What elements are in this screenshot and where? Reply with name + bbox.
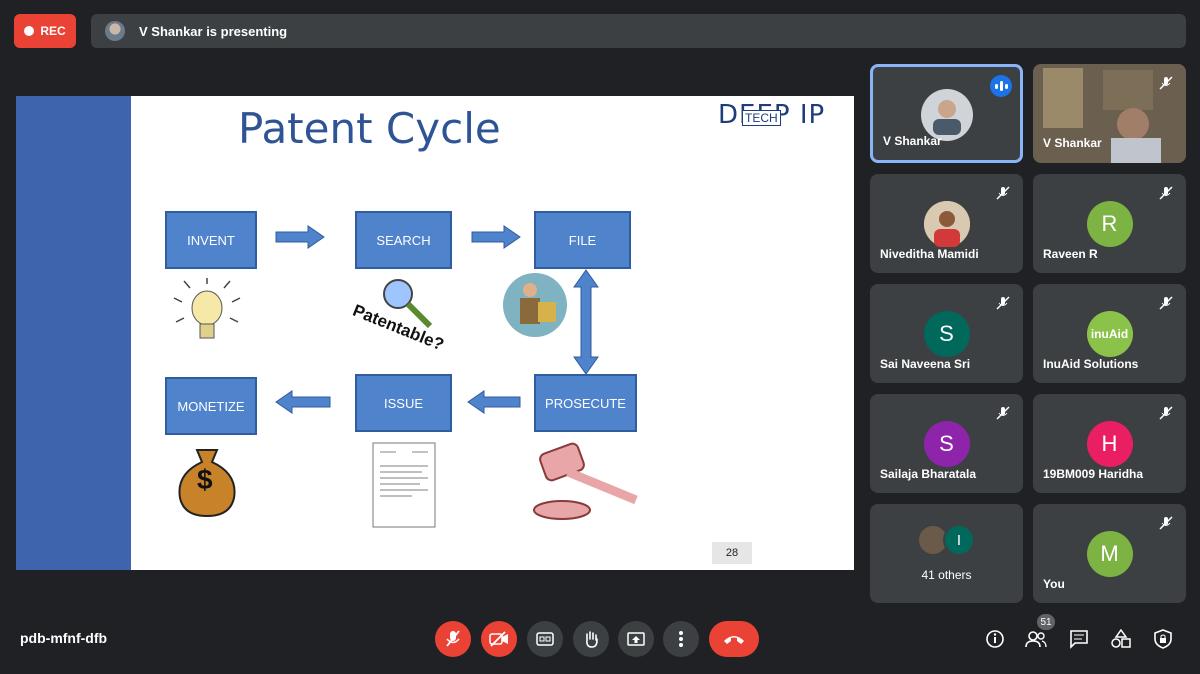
arrow-left-icon <box>275 390 331 414</box>
mic-off-icon <box>1156 513 1176 533</box>
filing-man-icon <box>503 273 567 337</box>
mic-off-icon <box>1156 183 1176 203</box>
hand-icon <box>586 631 598 648</box>
slide-title: Patent Cycle <box>238 104 501 153</box>
participant-name: Niveditha Mamidi <box>880 247 979 261</box>
participant-name: InuAid Solutions <box>1043 357 1139 371</box>
slide-side-band <box>16 96 131 570</box>
raise-hand-button[interactable] <box>573 621 609 657</box>
avatar: M <box>1086 531 1133 577</box>
mic-off-icon <box>1156 73 1176 93</box>
participant-name: Sailaja Bharatala <box>880 467 977 481</box>
file-box: FILE <box>534 211 631 269</box>
hang-up-icon <box>724 636 744 644</box>
arrow-double-vertical-icon <box>573 269 599 375</box>
record-dot-icon <box>24 26 35 36</box>
host-controls-button[interactable] <box>1150 626 1176 652</box>
mic-off-icon <box>1156 293 1176 313</box>
arrow-right-icon <box>471 225 521 249</box>
mic-off-icon <box>446 630 460 647</box>
money-bag-icon <box>178 449 236 518</box>
participant-tile-niveditha[interactable]: Niveditha Mamidi <box>870 174 1023 273</box>
more-options-button[interactable] <box>663 621 699 657</box>
activities-shapes-icon <box>1111 629 1131 648</box>
shield-lock-icon <box>1154 629 1172 649</box>
dollar-sign: $ <box>197 464 213 495</box>
mic-off-icon <box>1156 403 1176 423</box>
patent-document-icon <box>372 442 436 528</box>
more-vertical-icon <box>679 631 683 647</box>
avatar: inuAid <box>1086 311 1133 357</box>
presenting-banner[interactable]: V Shankar is presenting <box>91 14 1186 48</box>
avatar: H <box>1086 421 1133 467</box>
monetize-box: MONETIZE <box>165 377 257 435</box>
participant-tile-haridha[interactable]: H 19BM009 Haridha <box>1033 394 1186 493</box>
people-button[interactable] <box>1023 626 1049 652</box>
issue-box: ISSUE <box>355 374 452 432</box>
avatar <box>920 89 973 141</box>
avatar: S <box>923 421 970 467</box>
camera-off-icon <box>489 631 508 647</box>
participant-tile-others[interactable]: I 41 others <box>870 504 1023 603</box>
avatar: I <box>943 524 975 556</box>
recording-button[interactable]: REC <box>14 14 76 48</box>
magnifier-icon <box>383 279 433 329</box>
mic-off-icon <box>993 403 1013 423</box>
presentation-slide: Patent Cycle DEEP IP TECH INVENT SEARCH … <box>16 96 854 570</box>
mic-toggle-button[interactable] <box>435 621 471 657</box>
info-icon <box>986 630 1004 648</box>
participant-name: V Shankar <box>883 134 942 148</box>
person-photo-icon <box>923 201 970 247</box>
gavel-icon <box>533 442 638 520</box>
rec-label: REC <box>40 24 66 38</box>
participant-tile-you[interactable]: M You <box>1033 504 1186 603</box>
participant-tile-sailaja[interactable]: S Sailaja Bharatala <box>870 394 1023 493</box>
presenter-avatar <box>105 21 125 41</box>
participant-tile-sai-naveena[interactable]: S Sai Naveena Sri <box>870 284 1023 383</box>
participant-name: V Shankar <box>1043 136 1102 150</box>
prosecute-box: PROSECUTE <box>534 374 637 432</box>
avatar: S <box>923 311 970 357</box>
slide-page-number: 28 <box>712 542 752 564</box>
avatar <box>923 201 970 247</box>
people-icon <box>1025 631 1047 648</box>
chat-icon <box>1070 630 1088 649</box>
presenting-text: V Shankar is presenting <box>139 23 288 39</box>
participant-tile-inuaid[interactable]: inuAid InuAid Solutions <box>1033 284 1186 383</box>
meeting-details-button[interactable] <box>982 626 1008 652</box>
camera-video-feed <box>1033 64 1186 163</box>
mic-off-icon <box>993 183 1013 203</box>
arrow-right-icon <box>275 225 325 249</box>
closed-captions-icon <box>536 632 554 646</box>
present-screen-icon <box>627 632 645 646</box>
activities-button[interactable] <box>1108 626 1134 652</box>
avatar: R <box>1086 201 1133 247</box>
participant-tile-v-shankar-camera[interactable]: V Shankar <box>1033 64 1186 163</box>
camera-toggle-button[interactable] <box>481 621 517 657</box>
participant-name: You <box>1043 577 1065 591</box>
participant-name: 19BM009 Haridha <box>1043 467 1144 481</box>
logo-tech-text: TECH <box>742 110 781 126</box>
person-photo-icon <box>932 100 961 135</box>
lightbulb-icon <box>173 278 241 339</box>
search-box: SEARCH <box>355 211 452 269</box>
mic-off-icon <box>993 293 1013 313</box>
captions-button[interactable] <box>527 621 563 657</box>
participant-tile-raveen[interactable]: R Raveen R <box>1033 174 1186 273</box>
speaking-indicator-icon <box>990 75 1012 97</box>
people-count-badge: 51 <box>1037 614 1055 630</box>
invent-box: INVENT <box>165 211 257 269</box>
participant-tile-v-shankar-presenter[interactable]: V Shankar <box>870 64 1023 163</box>
arrow-left-icon <box>467 390 521 414</box>
present-screen-button[interactable] <box>618 621 654 657</box>
meeting-code: pdb-mfnf-dfb <box>20 630 108 646</box>
chat-button[interactable] <box>1066 626 1092 652</box>
end-call-button[interactable] <box>709 621 759 657</box>
others-count: 41 others <box>921 568 972 582</box>
participant-name: Sai Naveena Sri <box>880 357 971 371</box>
participant-name: Raveen R <box>1043 247 1098 261</box>
